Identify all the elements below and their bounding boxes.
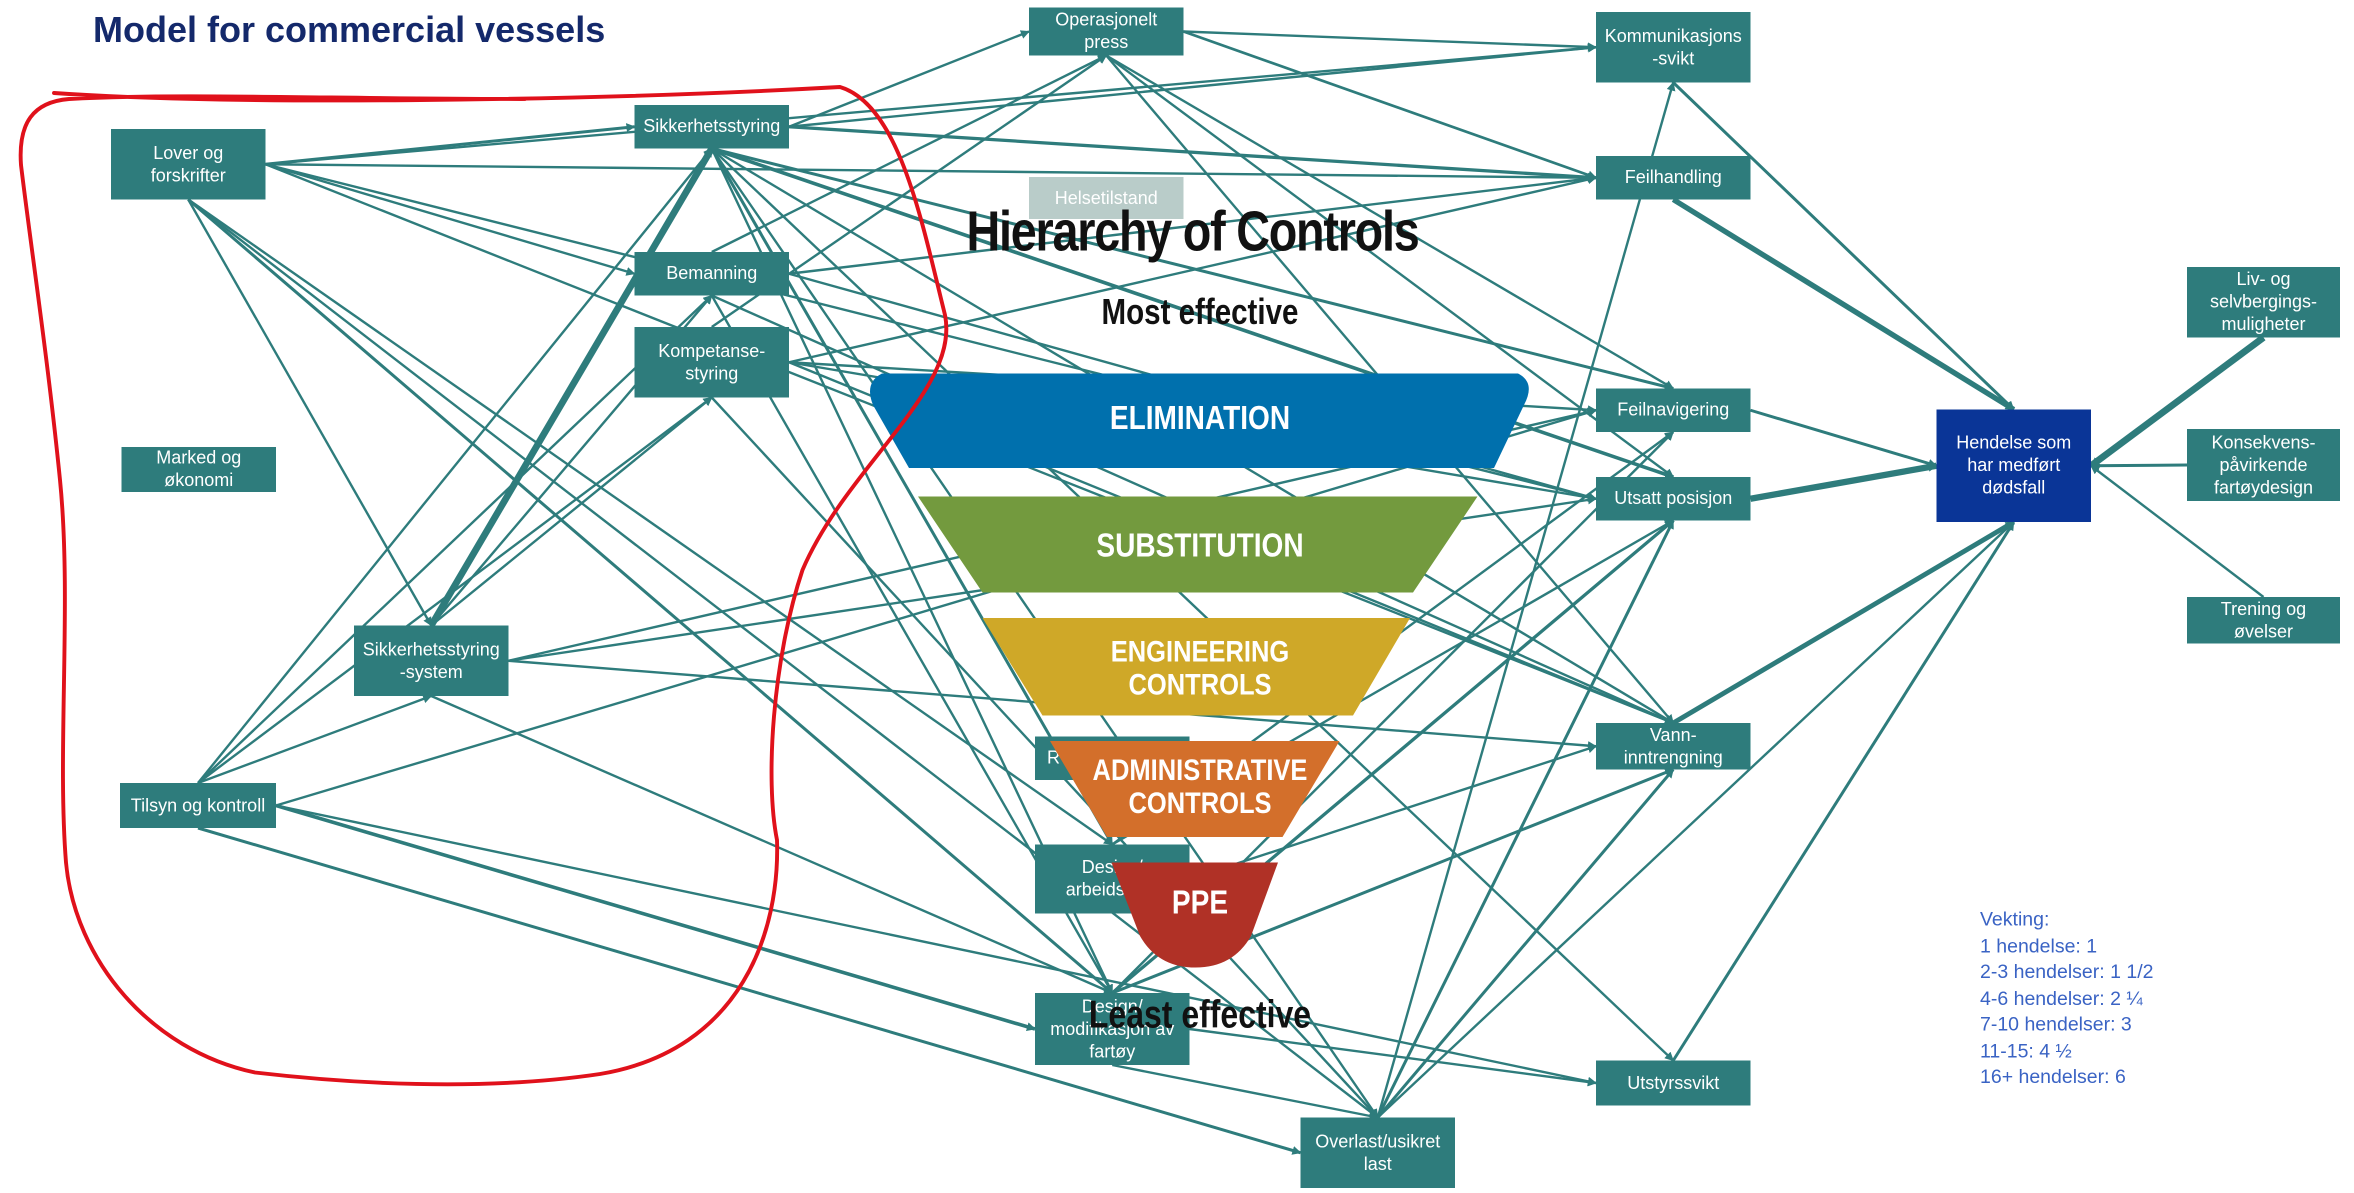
weights-heading: Vekting: (1980, 907, 2050, 931)
edge-overlast-to-hendelse (1376, 521, 2015, 1119)
node-design-modifikasjon[interactable]: Design/ modifikasjon av fartøy (1035, 993, 1190, 1065)
edge-bemanning-to-feilhandling (788, 174, 1597, 275)
node-feilhandling[interactable]: Feilhandling (1596, 156, 1751, 200)
edge-vann-to-hendelse (1672, 519, 2015, 726)
node-kompetansestyring[interactable]: Kompetanse- styring (634, 327, 789, 398)
node-marked-og-okonomi[interactable]: Marked og økonomi (121, 447, 276, 492)
edge-feilhandling-to-hendelse (1671, 197, 2016, 412)
node-konsekvenspavirkende-fartoydesign[interactable]: Konsekvens- påvirkende fartøydesign (2187, 429, 2340, 501)
edge-sikkerhetssystem-to-sikkerhetsstyring (428, 146, 715, 628)
edge-design_mod-to-overlast (1112, 1063, 1379, 1121)
edge-utsatt-to-hendelse (1749, 462, 1938, 502)
edge-tilsyn-to-sikkerhetssystem (197, 694, 433, 785)
edge-design_arbeid-to-vann (1189, 744, 1597, 881)
edge-sikkerhetsstyring-to-feilhandling (788, 125, 1597, 182)
edge-operasjonelt-to-utsatt (1105, 54, 1674, 478)
node-sikkerhetsstyringsystem[interactable]: Sikkerhetsstyring -system (354, 625, 509, 696)
node-helsetilstand[interactable]: Helsetilstand (1029, 177, 1184, 219)
weights-line: 7-10 hendelser: 3 (1980, 1012, 2132, 1036)
edge-sikkerhetsstyring-to-feilnavigering (711, 147, 1675, 391)
edge-sikkerhetsstyring-to-utstyr (710, 147, 1675, 1062)
edge-konsekvens-to-hendelse (2090, 461, 2188, 471)
edge-lover-to-bemanning (265, 163, 636, 276)
node-sikkerhetsstyring[interactable]: Sikkerhetsstyring (634, 105, 789, 149)
weights-legend: Vekting: 1 hendelse: 1 2-3 hendelser: 1 … (1980, 906, 2153, 1090)
edge-tilsyn-to-design_mod (275, 803, 1036, 1032)
edge-overlast-to-vann (1376, 768, 1675, 1119)
node-bemanning[interactable]: Bemanning (634, 252, 789, 296)
edge-sikkerhetssystem-to-design_mod (430, 694, 1114, 995)
edge-design_mod-to-utstyr (1189, 1027, 1597, 1087)
edge-sikkerhetsstyring-to-kommunikasjon (788, 43, 1597, 128)
edge-bemanning-to-operasjonelt (711, 54, 1108, 254)
edge-trening-to-hendelse (2090, 464, 2265, 598)
weights-line: 4-6 hendelser: 2 ¼ (1980, 986, 2143, 1009)
edge-sikkerhetsstyring-to-operasjonelt (788, 30, 1030, 128)
weights-line: 11-15: 4 ½ (1980, 1038, 2072, 1062)
node-hendelse-dodsfall[interactable]: Hendelse som har medført dødsfall (1936, 409, 2091, 522)
node-operasjonelt-press[interactable]: Operasjonelt press (1029, 7, 1184, 56)
weights-line: 2-3 hendelser: 1 1/2 (1980, 960, 2154, 983)
edge-sikkerhetssystem-to-kompetanse (430, 396, 713, 627)
edge-kommunikasjon-to-hendelse (1672, 81, 2015, 411)
node-feilnavigering[interactable]: Feilnavigering (1596, 388, 1751, 432)
edge-lover-to-design_mod (187, 198, 1114, 995)
weights-line: 16+ hendelser: 6 (1980, 1065, 2126, 1088)
red-annotation-loop (18, 85, 949, 1087)
edge-overlast-to-kommunikasjon (1376, 81, 1676, 1118)
edge-feilnavigering-to-hendelse (1750, 408, 1938, 468)
edge-lover-to-kommunikasjon (265, 43, 1597, 166)
node-vanninntrengning[interactable]: Vann- inntrengning (1596, 723, 1751, 770)
edge-operasjonelt-to-kommunikasjon (1183, 30, 1597, 52)
node-utsatt-posisjon[interactable]: Utsatt posisjon (1596, 477, 1751, 521)
edge-lover-to-design_arbeid (187, 198, 1113, 846)
edge-lover-to-feilhandling (265, 163, 1597, 183)
edge-overlast-to-utsatt (1376, 519, 1675, 1119)
node-lover-og-forskrifter[interactable]: Lover og forskrifter (111, 129, 266, 200)
node-kommunikasjonssvikt[interactable]: Kommunikasjons -svikt (1596, 12, 1751, 83)
weights-line: 1 hendelse: 1 (1980, 933, 2098, 957)
edge-kompetanse-to-feilhandling (788, 175, 1597, 364)
edge-lover-to-sikkerhetssystem (187, 198, 433, 627)
edge-tilsyn-to-sikkerhetsstyring (197, 147, 713, 784)
edge-operasjonelt-to-feilhandling (1183, 30, 1597, 180)
edge-tilsyn-to-bemanning (197, 294, 713, 784)
edge-liv-to-hendelse (2088, 334, 2266, 469)
node-utstyrssvikt[interactable]: Utstyrssvikt (1596, 1060, 1751, 1106)
node-overlast-usikret-last[interactable]: Overlast/usikret last (1300, 1117, 1455, 1188)
edge-utstyr-to-hendelse (1671, 521, 2016, 1062)
page-title: Model for commercial vessels (93, 10, 606, 52)
node-trening-og-ovelser[interactable]: Trening og øvelser (2187, 597, 2340, 644)
edge-tilsyn-to-feilnavigering (275, 408, 1597, 807)
node-liv-og-selvbergingsmuligheter[interactable]: Liv- og selvbergings- muligheter (2187, 267, 2340, 338)
edge-tilsyn-to-overlast (197, 826, 1302, 1155)
edge-tilsyn-to-utstyr (275, 804, 1597, 1086)
edge-operasjonelt-to-feilnavigering (1105, 54, 1675, 390)
node-tilsyn-og-kontroll[interactable]: Tilsyn og kontroll (120, 783, 276, 828)
